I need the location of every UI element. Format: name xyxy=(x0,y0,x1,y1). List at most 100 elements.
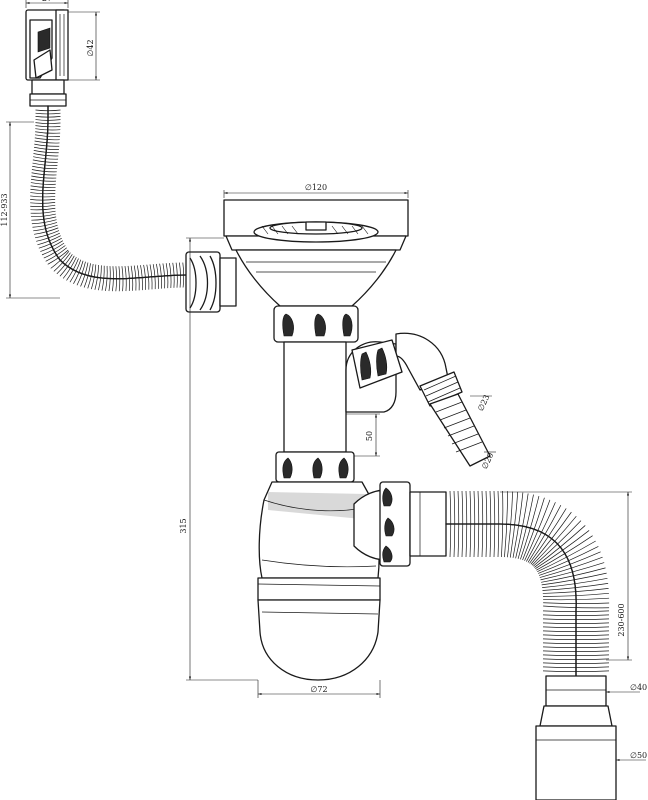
hose-rib xyxy=(149,264,153,290)
hose-rib xyxy=(30,213,56,218)
hose-rib xyxy=(469,490,472,558)
hose-rib xyxy=(169,262,172,288)
hose-rib xyxy=(531,515,577,566)
hose-rib xyxy=(35,112,61,115)
hose-rib xyxy=(535,530,590,570)
hose-rib xyxy=(33,224,58,232)
hose-rib xyxy=(542,646,610,648)
hose-rib xyxy=(66,258,79,281)
hose-rib xyxy=(501,491,504,558)
hose-rib xyxy=(461,490,464,558)
dim-trap-diameter: ∅72 xyxy=(257,680,381,698)
hose-rib xyxy=(35,109,61,112)
hose-rib xyxy=(162,263,166,289)
dim-sink-diameter: ∅120 xyxy=(223,183,409,198)
overflow-flex-hose xyxy=(30,105,187,292)
overflow-connection-nut xyxy=(185,251,237,313)
hose-rib xyxy=(121,266,124,292)
hose-rib xyxy=(90,264,97,290)
hose-rib xyxy=(489,490,492,558)
hose-rib xyxy=(118,266,121,292)
hose-rib xyxy=(30,188,56,191)
hose-rib xyxy=(539,556,603,578)
hose-rib xyxy=(83,263,91,288)
hose-rib xyxy=(538,546,599,574)
hose-rib xyxy=(526,502,556,562)
hose-rib xyxy=(473,490,476,558)
hose-rib xyxy=(175,262,178,288)
trap-side-outlet xyxy=(353,481,447,567)
hose-rib xyxy=(30,204,56,207)
hose-rib xyxy=(30,192,56,195)
hose-rib xyxy=(540,562,605,581)
side-outlet-elbow xyxy=(345,332,463,413)
hose-rib xyxy=(133,265,137,291)
hose-rib xyxy=(497,490,500,558)
hose-rib xyxy=(30,178,56,182)
hose-rib xyxy=(31,169,57,173)
hose-rib xyxy=(542,583,609,591)
hose-rib xyxy=(31,175,57,179)
hose-rib xyxy=(37,235,61,246)
hose-rib xyxy=(33,153,59,157)
hose-rib xyxy=(542,618,610,620)
hose-rib xyxy=(47,249,69,265)
hose-rib xyxy=(152,264,156,290)
side-outlet-spigot xyxy=(429,393,491,467)
hose-rib xyxy=(30,185,56,188)
hose-rib xyxy=(179,262,181,288)
dim-drain-50: ∅50 xyxy=(616,751,647,762)
hose-rib xyxy=(530,511,572,565)
hose-rib xyxy=(34,134,60,137)
hose-rib xyxy=(542,658,610,660)
hose-rib xyxy=(76,261,86,286)
hose-rib xyxy=(477,490,480,558)
hose-rib xyxy=(73,260,84,284)
hose-rib xyxy=(108,266,111,292)
hose-rib xyxy=(35,125,61,128)
hose-rib xyxy=(542,588,609,594)
hose-rib xyxy=(515,493,529,559)
hose-rib xyxy=(30,182,56,185)
hose-rib xyxy=(541,567,606,583)
hose-rib xyxy=(30,207,56,211)
hose-rib xyxy=(50,251,70,269)
hose-rib xyxy=(137,265,140,291)
dim-drain-range: 230-600 xyxy=(500,491,632,661)
hose-rib xyxy=(35,230,60,239)
hose-rib xyxy=(507,491,513,558)
hose-rib xyxy=(504,491,508,558)
dim-label-230-600: 230-600 xyxy=(617,603,626,636)
hose-rib xyxy=(101,265,105,291)
hose-rib xyxy=(542,592,609,597)
hose-rib xyxy=(33,156,59,160)
hose-rib xyxy=(98,265,102,291)
hose-rib xyxy=(493,490,496,558)
hose-rib xyxy=(32,165,58,170)
hose-rib xyxy=(527,504,562,563)
hose-rib xyxy=(87,263,94,289)
hose-rib xyxy=(172,262,175,288)
hose-rib xyxy=(59,255,75,277)
hose-rib xyxy=(542,654,610,656)
drain-adapter xyxy=(535,675,617,800)
dim-label-315: 315 xyxy=(179,518,188,533)
dim-overflow-diameter: ∅42 xyxy=(68,11,100,81)
hose-rib xyxy=(35,131,61,134)
hose-rib xyxy=(543,602,610,604)
dim-flex-hose: 112-933 xyxy=(0,121,60,299)
hose-rib xyxy=(32,162,58,166)
drain-flex-hose xyxy=(445,490,610,677)
hose-rib xyxy=(35,119,61,121)
hose-rib xyxy=(453,490,456,558)
dim-total-height: 315 xyxy=(179,237,258,681)
hose-rib xyxy=(40,240,64,252)
hose-rib xyxy=(56,254,73,275)
overflow-fitting xyxy=(25,9,69,107)
dim-overflow-width: 27 xyxy=(25,0,69,8)
hose-rib xyxy=(43,245,66,259)
hose-rib xyxy=(182,262,185,288)
dim-label-27: 27 xyxy=(42,0,52,3)
hose-rib xyxy=(520,495,540,560)
dim-label-120: ∅120 xyxy=(305,183,327,192)
